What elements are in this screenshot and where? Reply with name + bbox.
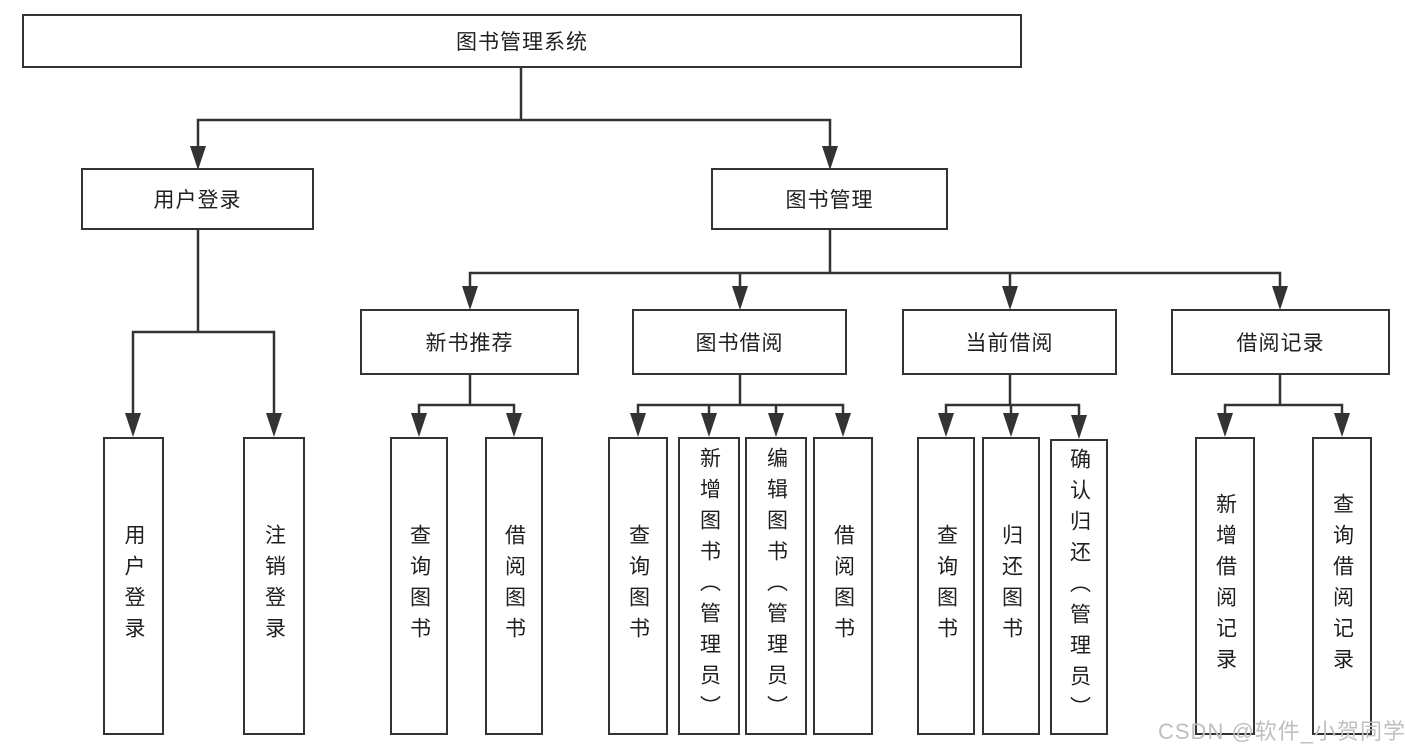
- connector-root-to-level2: [196, 68, 832, 148]
- leaf-cb-confirm-return-admin: 确认归还（管理员）: [1050, 439, 1108, 735]
- leaf-logout: 注销登录: [243, 437, 305, 735]
- connector-newbook-to-leaves: [417, 375, 516, 418]
- connector-bookmgmt-to-level3: [468, 230, 1282, 290]
- arrowhead-icon: [822, 146, 838, 170]
- node-user-login: 用户登录: [81, 168, 314, 230]
- leaf-bb-edit-books-admin-label: 编辑图书（管理员）: [764, 446, 788, 726]
- node-book-management: 图书管理: [711, 168, 948, 230]
- node-new-book-recommend-label: 新书推荐: [425, 332, 514, 355]
- arrowhead-icon: [462, 286, 478, 310]
- leaf-br-add-record: 新增借阅记录: [1195, 437, 1255, 735]
- arrowhead-icon: [768, 413, 784, 437]
- arrowhead-icon: [701, 413, 717, 437]
- leaf-user-login-label: 用户登录: [122, 524, 145, 648]
- connector-currentborrow-to-leaves: [944, 375, 1081, 418]
- leaf-cb-return-books: 归还图书: [982, 437, 1040, 735]
- node-root-label: 图书管理系统: [456, 31, 588, 54]
- leaf-cb-query-books-label: 查询图书: [934, 524, 958, 648]
- leaf-nb-query-books: 查询图书: [390, 437, 448, 735]
- connector-bookborrow-to-leaves: [636, 375, 845, 418]
- leaf-bb-add-books-admin-label: 新增图书（管理员）: [697, 446, 721, 726]
- leaf-br-query-record: 查询借阅记录: [1312, 437, 1372, 735]
- leaf-bb-borrow-books-label: 借阅图书: [831, 524, 855, 648]
- node-user-login-label: 用户登录: [153, 189, 242, 212]
- node-borrow-records-label: 借阅记录: [1236, 332, 1325, 355]
- leaf-nb-borrow-books: 借阅图书: [485, 437, 543, 735]
- leaf-br-add-record-label: 新增借阅记录: [1213, 493, 1237, 679]
- node-book-borrow: 图书借阅: [632, 309, 847, 375]
- connector-userlogin-to-leaves: [131, 230, 276, 418]
- node-borrow-records: 借阅记录: [1171, 309, 1390, 375]
- leaf-cb-confirm-return-admin-label: 确认归还（管理员）: [1067, 447, 1091, 727]
- node-root: 图书管理系统: [22, 14, 1022, 68]
- node-book-borrow-label: 图书借阅: [695, 332, 784, 355]
- arrowhead-icon: [1002, 286, 1018, 310]
- arrowhead-icon: [630, 413, 646, 437]
- leaf-cb-query-books: 查询图书: [917, 437, 975, 735]
- leaf-logout-label: 注销登录: [262, 524, 286, 648]
- arrowhead-icon: [506, 413, 522, 437]
- arrowhead-icon: [835, 413, 851, 437]
- csdn-watermark: CSDN @软件_小贺同学: [1158, 719, 1405, 744]
- arrowhead-icon: [125, 413, 141, 437]
- arrowhead-icon: [1272, 286, 1288, 310]
- leaf-br-query-record-label: 查询借阅记录: [1330, 493, 1354, 679]
- leaf-cb-return-books-label: 归还图书: [999, 524, 1023, 648]
- leaf-nb-query-books-label: 查询图书: [407, 524, 431, 648]
- arrowhead-icon: [411, 413, 427, 437]
- arrowhead-icon: [732, 286, 748, 310]
- arrowhead-icon: [1003, 413, 1019, 437]
- node-book-management-label: 图书管理: [785, 189, 874, 212]
- node-current-borrow: 当前借阅: [902, 309, 1117, 375]
- leaf-bb-add-books-admin: 新增图书（管理员）: [678, 437, 740, 735]
- arrowhead-icon: [938, 413, 954, 437]
- arrowhead-icon: [1217, 413, 1233, 437]
- leaf-bb-query-books-label: 查询图书: [626, 524, 650, 648]
- arrowhead-icon: [1071, 415, 1087, 439]
- leaf-bb-edit-books-admin: 编辑图书（管理员）: [745, 437, 807, 735]
- leaf-nb-borrow-books-label: 借阅图书: [502, 524, 526, 648]
- leaf-user-login: 用户登录: [103, 437, 164, 735]
- node-current-borrow-label: 当前借阅: [965, 332, 1054, 355]
- leaf-bb-query-books: 查询图书: [608, 437, 668, 735]
- arrowhead-icon: [1334, 413, 1350, 437]
- arrowhead-icon: [190, 146, 206, 170]
- connector-borrowrecords-to-leaves: [1223, 375, 1344, 418]
- node-new-book-recommend: 新书推荐: [360, 309, 579, 375]
- arrowhead-icon: [266, 413, 282, 437]
- leaf-bb-borrow-books: 借阅图书: [813, 437, 873, 735]
